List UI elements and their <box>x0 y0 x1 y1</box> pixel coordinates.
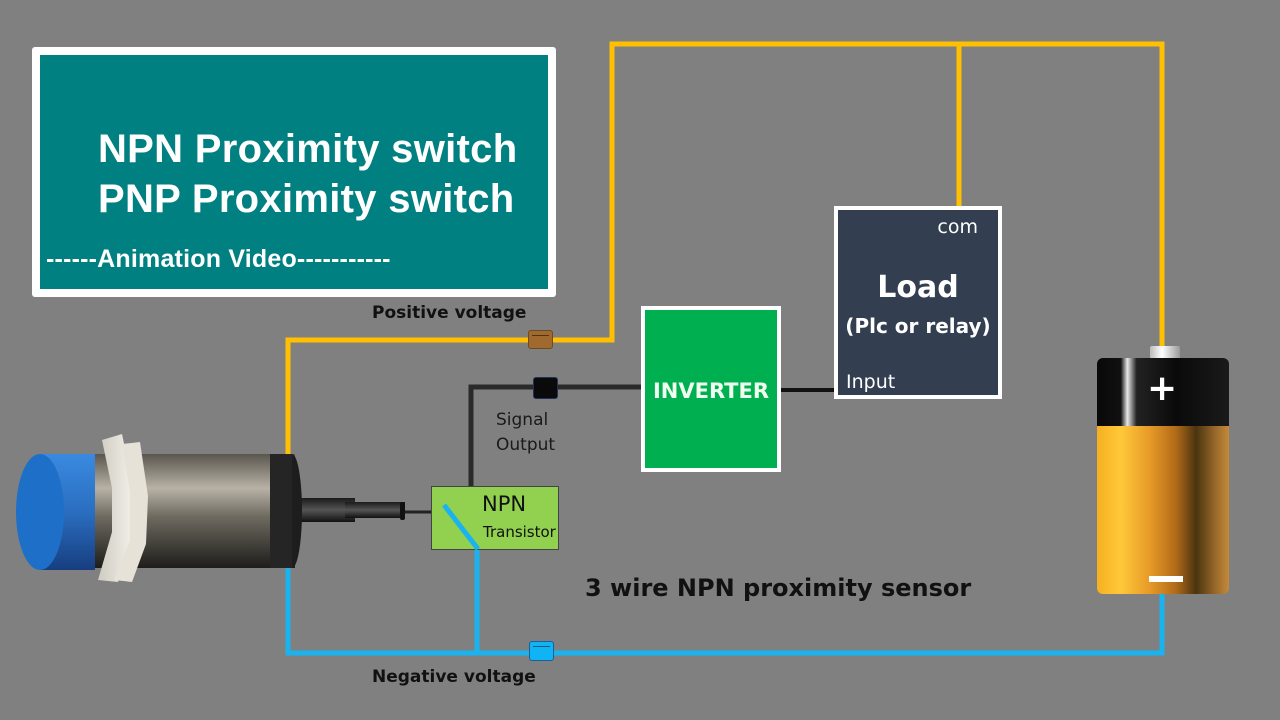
proximity-sensor-icon <box>16 434 405 582</box>
negative-wire-connector <box>529 641 554 661</box>
signal-output-label-line1: Signal <box>496 410 549 430</box>
load-block: com Load (Plc or relay) Input <box>834 206 1002 399</box>
positive-voltage-label: Positive voltage <box>372 303 527 323</box>
sensor-nut-1 <box>98 434 134 582</box>
subtitle-animation-video: ------Animation Video----------- <box>46 245 391 273</box>
title-line-npn: NPN Proximity switch <box>98 127 518 171</box>
signal-wire-connector <box>533 377 558 399</box>
title-card: NPN Proximity switch PNP Proximity switc… <box>32 47 556 297</box>
transistor-switch-icon <box>442 503 480 551</box>
diagram-caption: 3 wire NPN proximity sensor <box>585 574 972 602</box>
signal-output-label: Signal Output <box>496 408 555 458</box>
npn-transistor-block: NPN Transistor <box>431 486 559 551</box>
battery-body <box>1097 426 1229 594</box>
load-input-terminal-label: Input <box>846 371 896 393</box>
signal-output-label-line2: Output <box>496 435 556 455</box>
transistor-label: Transistor <box>483 523 556 541</box>
battery-positive-symbol: + <box>1147 368 1178 409</box>
transistor-type-label: NPN <box>482 492 527 516</box>
battery-cap: + <box>1097 358 1229 426</box>
sensor-body <box>70 454 295 568</box>
sensor-cable-sleeve <box>345 502 405 518</box>
battery-icon: + <box>1097 346 1229 594</box>
signal-wire <box>468 384 641 500</box>
negative-wire <box>285 568 1165 656</box>
sensor-nut-2 <box>114 442 148 582</box>
load-title: Load <box>877 270 959 305</box>
inverter-block: INVERTER <box>641 306 781 472</box>
positive-wire-connector <box>528 330 553 349</box>
load-com-terminal-label: com <box>937 216 978 238</box>
title-card-panel: NPN Proximity switch PNP Proximity switc… <box>40 55 548 289</box>
load-subtitle: (Plc or relay) <box>845 314 991 338</box>
battery-terminal <box>1150 346 1180 359</box>
positive-wire <box>285 41 1165 455</box>
sensor-face <box>16 454 64 570</box>
inverter-label: INVERTER <box>652 379 770 403</box>
negative-voltage-label: Negative voltage <box>372 667 536 687</box>
battery-negative-symbol <box>1149 576 1183 582</box>
title-line-pnp: PNP Proximity switch <box>98 177 515 221</box>
